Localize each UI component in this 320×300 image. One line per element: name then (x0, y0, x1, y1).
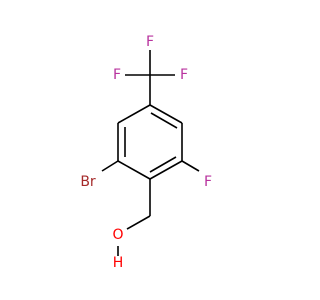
bond-ring-to-f (181, 160, 200, 172)
fluorine-ring-label: F (204, 174, 212, 190)
fluorine-left-label: F (113, 67, 121, 83)
bond-ring-c3-c4 (149, 160, 183, 180)
bond-ring-c4-c5 (117, 160, 151, 180)
bond-ring-c1-c2 (149, 104, 183, 124)
bond-ring-c3-c4-inner (149, 156, 177, 173)
fluorine-top-label: F (146, 34, 154, 50)
oxygen-label: O (112, 227, 123, 243)
bond-ch2-to-o (126, 215, 151, 230)
bond-ring-c6-c1 (117, 104, 151, 124)
bromine-label: Br (80, 174, 96, 190)
bond-ring-c1-c2-inner (150, 112, 178, 129)
bond-ring-to-br (101, 160, 119, 172)
hydrogen-label: H (113, 255, 124, 271)
molecule-structure-diagram: F F F F Br O H (80, 34, 212, 271)
fluorine-right-label: F (180, 67, 188, 83)
